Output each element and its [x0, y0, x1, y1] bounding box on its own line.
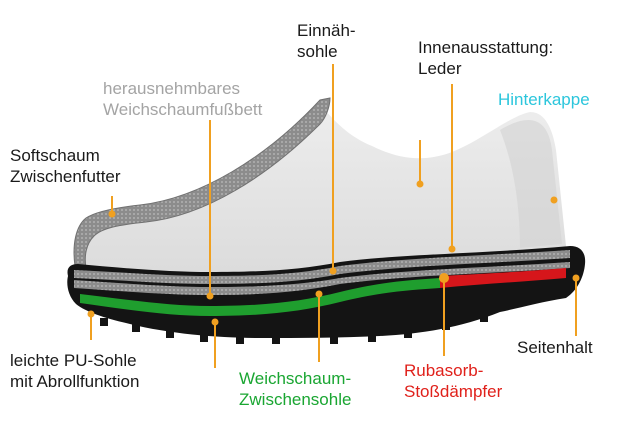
softschaum-collar	[73, 97, 331, 269]
sole-tread	[100, 314, 488, 344]
label-innenausstattung-line-1: Innenausstattung:	[418, 38, 554, 57]
label-einnaehsohle-line-1: Einnäh-	[297, 21, 356, 40]
label-rubasorb-line-1: Rubasorb-	[404, 361, 484, 380]
label-softschaum-line-1: Softschaum	[10, 146, 100, 165]
label-softschaum: Softschaum Zwischenfutter	[10, 145, 121, 187]
label-pu-sohle-line-2: mit Abrollfunktion	[10, 372, 140, 391]
label-seitenhalt-line-1: Seitenhalt	[517, 338, 593, 357]
label-hinterkappe: Hinterkappe	[498, 89, 590, 110]
einnaehsohle-layer	[74, 250, 570, 284]
shoe-upper	[76, 106, 566, 272]
rubasorb-pad	[440, 268, 566, 288]
label-herausnehmbares-line-2: Weichschaumfußbett	[103, 100, 263, 119]
label-pu-sohle-line-1: leichte PU-Sohle	[10, 351, 137, 370]
label-einnaehsohle-line-2: sohle	[297, 42, 338, 61]
label-innenausstattung-line-2: Leder	[418, 59, 462, 78]
label-rubasorb: Rubasorb- Stoßdämpfer	[404, 360, 502, 402]
label-pu-sohle: leichte PU-Sohle mit Abrollfunktion	[10, 350, 139, 392]
label-innenausstattung: Innenausstattung: Leder	[418, 37, 553, 79]
label-rubasorb-line-2: Stoßdämpfer	[404, 382, 503, 401]
leader-dots	[87, 180, 580, 326]
label-weichschaum-zwischensohle: Weichschaum- Zwischensohle	[239, 368, 351, 410]
fussbett-layer	[74, 262, 570, 295]
label-herausnehmbares-fussbett: herausnehmbares Weichschaumfußbett	[103, 78, 262, 120]
label-hinterkappe-line-1: Hinterkappe	[498, 90, 590, 109]
leader-lines	[90, 64, 577, 368]
label-weichschaum-line-2: Zwischensohle	[239, 390, 352, 409]
label-softschaum-line-2: Zwischenfutter	[10, 167, 121, 186]
heel-shading	[500, 119, 562, 248]
label-herausnehmbares-line-1: herausnehmbares	[103, 79, 241, 98]
label-einnaehsohle: Einnäh- sohle	[297, 20, 356, 62]
label-weichschaum-line-1: Weichschaum-	[239, 369, 352, 388]
green-midsole	[80, 278, 440, 316]
label-seitenhalt: Seitenhalt	[517, 337, 593, 358]
